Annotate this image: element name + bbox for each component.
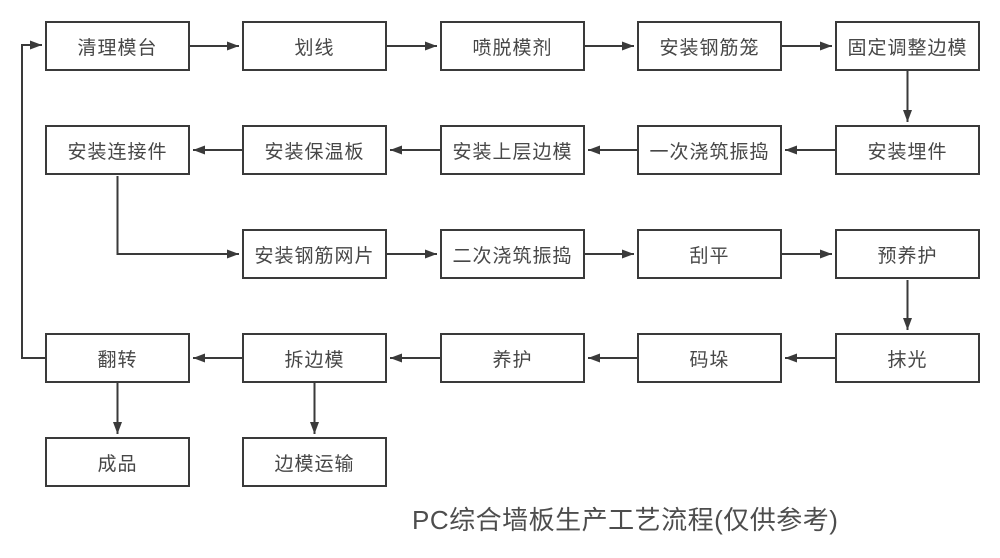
diagram-title: PC综合墙板生产工艺流程(仅供参考) [412,505,839,535]
node-install-connectors: 安装连接件 [45,125,190,175]
node-screed: 刮平 [637,229,782,279]
node-pre-curing: 预养护 [835,229,980,279]
node-install-rebar-cage: 安装钢筋笼 [637,21,782,71]
node-flip: 翻转 [45,333,190,383]
node-stacking: 码垛 [637,333,782,383]
node-install-upper-side-mold: 安装上层边模 [440,125,585,175]
node-curing: 养护 [440,333,585,383]
node-install-insulation-board: 安装保温板 [242,125,387,175]
node-remove-side-mold: 拆边模 [242,333,387,383]
node-fix-adjust-side-mold: 固定调整边模 [835,21,980,71]
node-trowel: 抹光 [835,333,980,383]
arrow-flip-to-clean-mold-table [21,40,45,359]
node-install-rebar-mesh: 安装钢筋网片 [242,229,387,279]
node-second-pour-vibrate: 二次浇筑振捣 [440,229,585,279]
node-marking: 划线 [242,21,387,71]
node-finished-product: 成品 [45,437,190,487]
node-clean-mold-table: 清理模台 [45,21,190,71]
node-side-mold-transport: 边模运输 [242,437,387,487]
arrow-install-connectors-to-install-rebar-mesh [116,176,239,259]
node-install-embedded-parts: 安装埋件 [835,125,980,175]
node-spray-release-agent: 喷脱模剂 [440,21,585,71]
node-first-pour-vibrate: 一次浇筑振捣 [637,125,782,175]
